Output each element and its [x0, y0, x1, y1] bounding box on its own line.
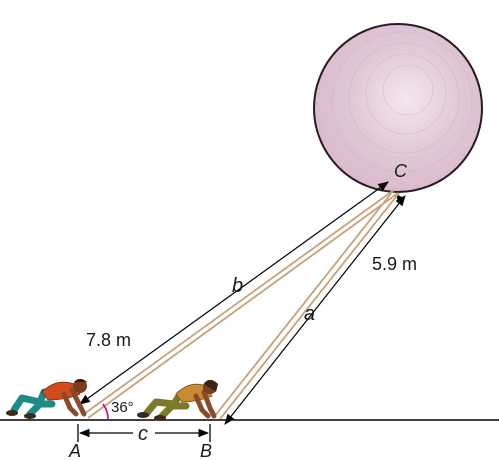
- side-label-b: b: [232, 275, 243, 297]
- point-label-A: A: [68, 441, 81, 460]
- side-label-c: c: [138, 423, 148, 445]
- point-label-C: C: [394, 161, 408, 181]
- balloon: [313, 23, 483, 193]
- measurement-b-length: 7.8 m: [86, 330, 131, 350]
- point-label-B: B: [200, 441, 212, 460]
- person-A-figure: [6, 379, 87, 419]
- person-B-figure: [137, 380, 218, 421]
- angle-arc-A: [102, 403, 109, 421]
- balloon-texture: [331, 31, 473, 173]
- side-label-a: a: [304, 303, 315, 325]
- measurement-a-length: 5.9 m: [372, 254, 417, 274]
- dimension-arrow-a: [224, 195, 406, 425]
- label-c-background: [133, 424, 155, 442]
- angle-label-A: 36°: [111, 399, 134, 416]
